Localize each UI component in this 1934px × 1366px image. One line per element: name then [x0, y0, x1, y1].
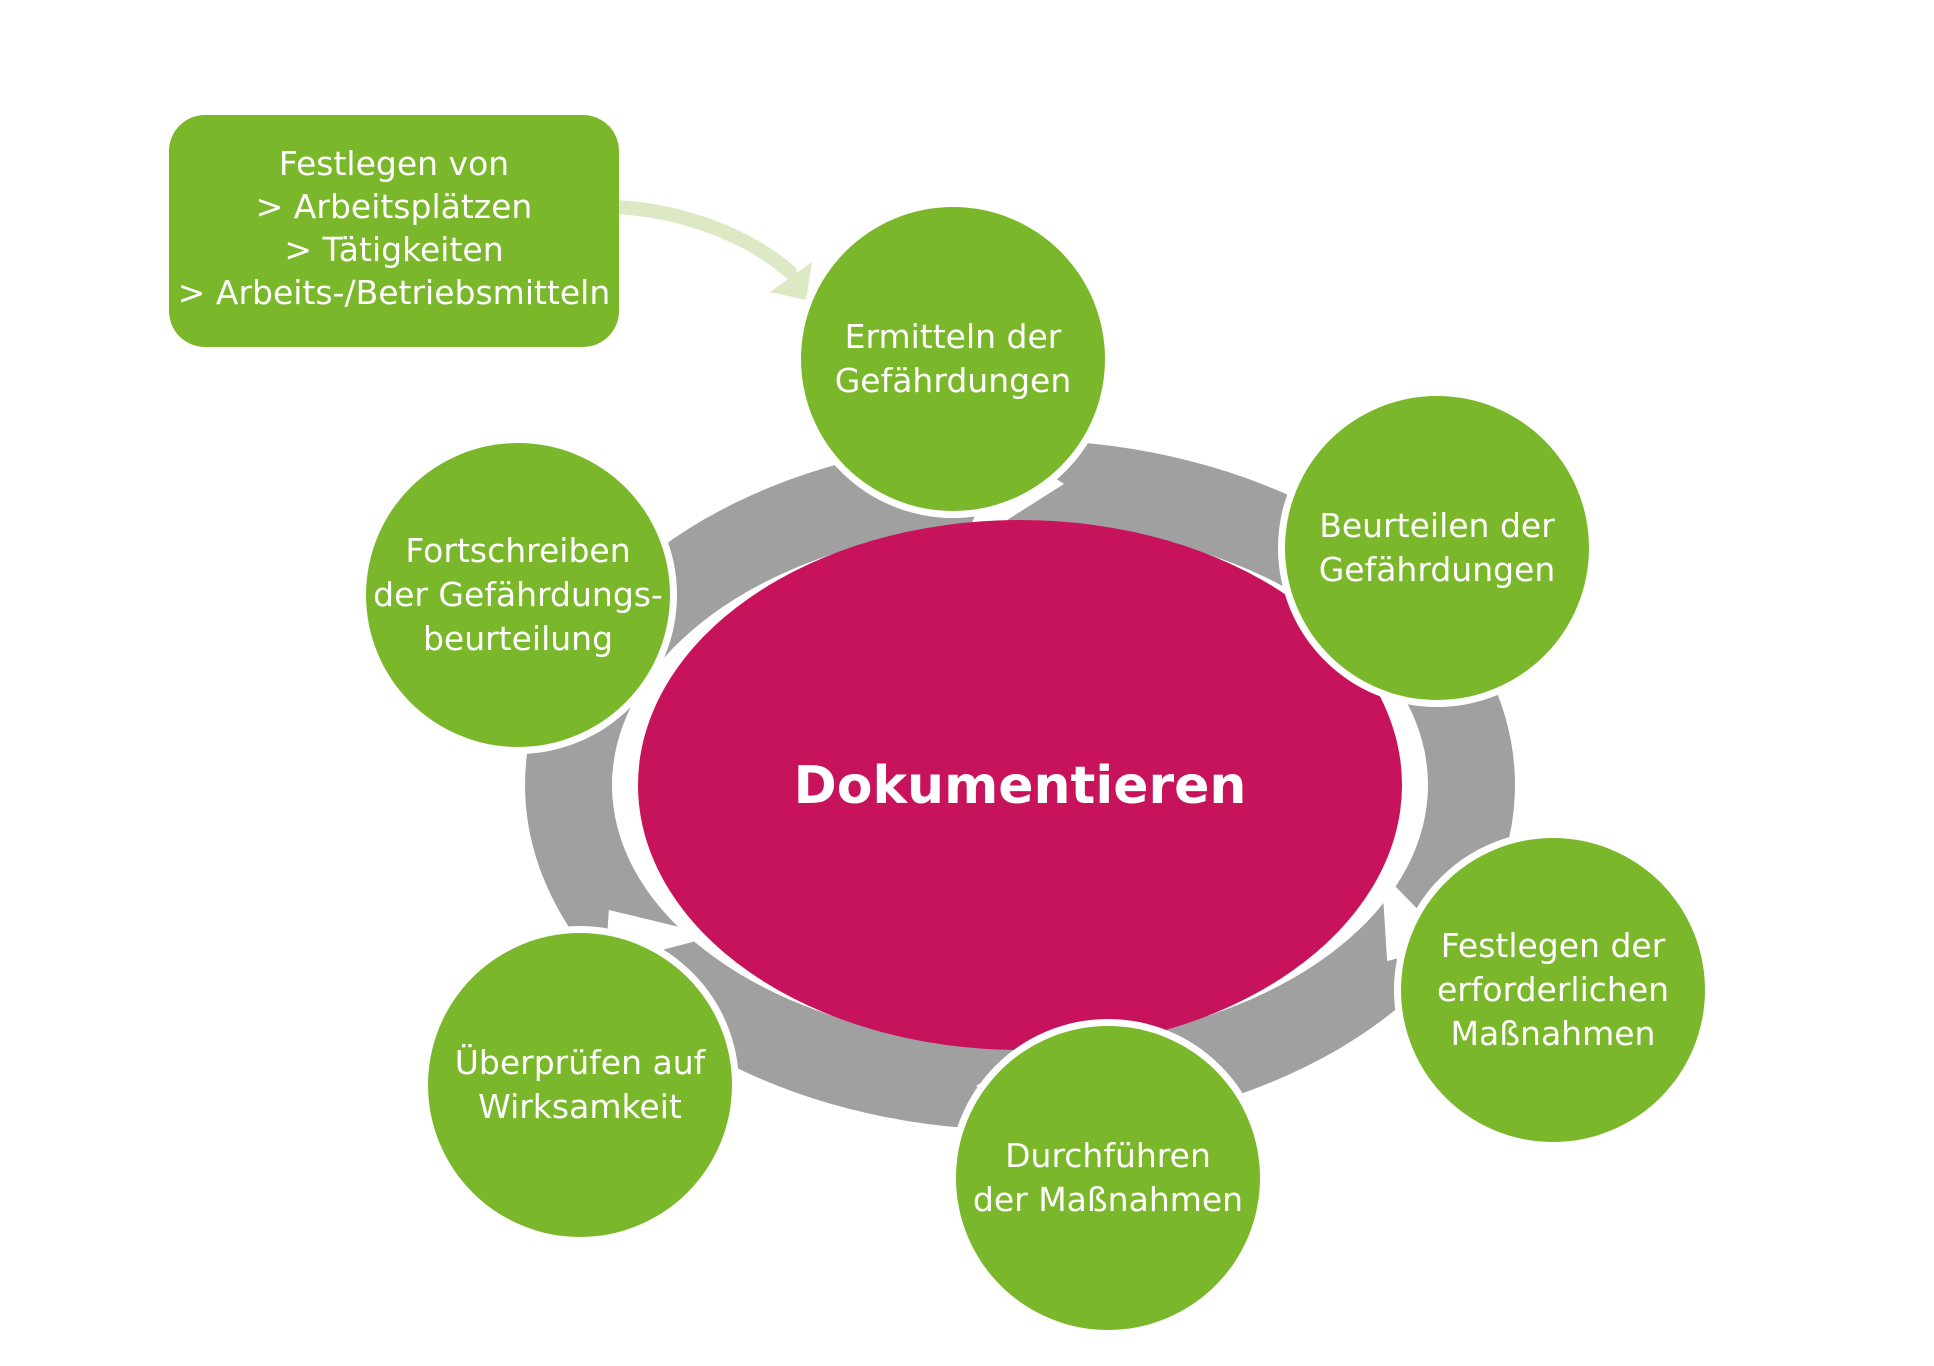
step-label-line: Gefährdungen [835, 361, 1072, 400]
step-label-line: Durchführen [1005, 1136, 1211, 1175]
step-label-line: Überprüfen auf [455, 1042, 707, 1082]
step-label-line: der Gefährdungs- [373, 575, 663, 614]
step-label-line: beurteilung [423, 619, 613, 658]
step-node-durchfuehren: Durchführen der Maßnahmen [949, 1019, 1267, 1337]
start-box-line: Festlegen von [279, 144, 509, 183]
step-label-line: Maßnahmen [1451, 1014, 1656, 1053]
step-label-line: Ermitteln der [845, 317, 1062, 356]
step-circle [801, 207, 1105, 511]
center-ellipse-group: Dokumentieren [638, 520, 1402, 1050]
step-label-line: der Maßnahmen [973, 1180, 1243, 1219]
step-node-fortschreiben: Fortschreiben der Gefährdungs-beurteilung [359, 436, 677, 754]
start-box-line: > Arbeitsplätzen [256, 187, 533, 226]
center-label: Dokumentieren [794, 756, 1247, 816]
step-circle [956, 1026, 1260, 1330]
start-arrow-head [770, 262, 812, 300]
step-label-line: Beurteilen der [1319, 506, 1555, 545]
step-label-line: Wirksamkeit [478, 1087, 682, 1126]
step-label-line: Festlegen der [1441, 926, 1666, 965]
step-label-line: Fortschreiben [405, 531, 630, 570]
start-box-rect [169, 115, 619, 347]
step-circle [428, 933, 732, 1237]
start-box-line: > Tätigkeiten [284, 230, 503, 269]
step-circle [366, 443, 670, 747]
start-box-line: > Arbeits-/Betriebsmitteln [178, 273, 611, 312]
start-box: Festlegen von > Arbeitsplätzen > Tätigkeit… [169, 115, 619, 347]
step-circle [1285, 396, 1589, 700]
start-box-group: Festlegen von > Arbeitsplätzen > Tätigkeit… [169, 115, 619, 347]
center-ellipse [638, 520, 1402, 1050]
step-circle [1401, 838, 1705, 1142]
ring-arrow-segment [624, 941, 1046, 1130]
step-label-line: Gefährdungen [1319, 550, 1556, 589]
step-label-line: erforderlichen [1437, 970, 1669, 1009]
